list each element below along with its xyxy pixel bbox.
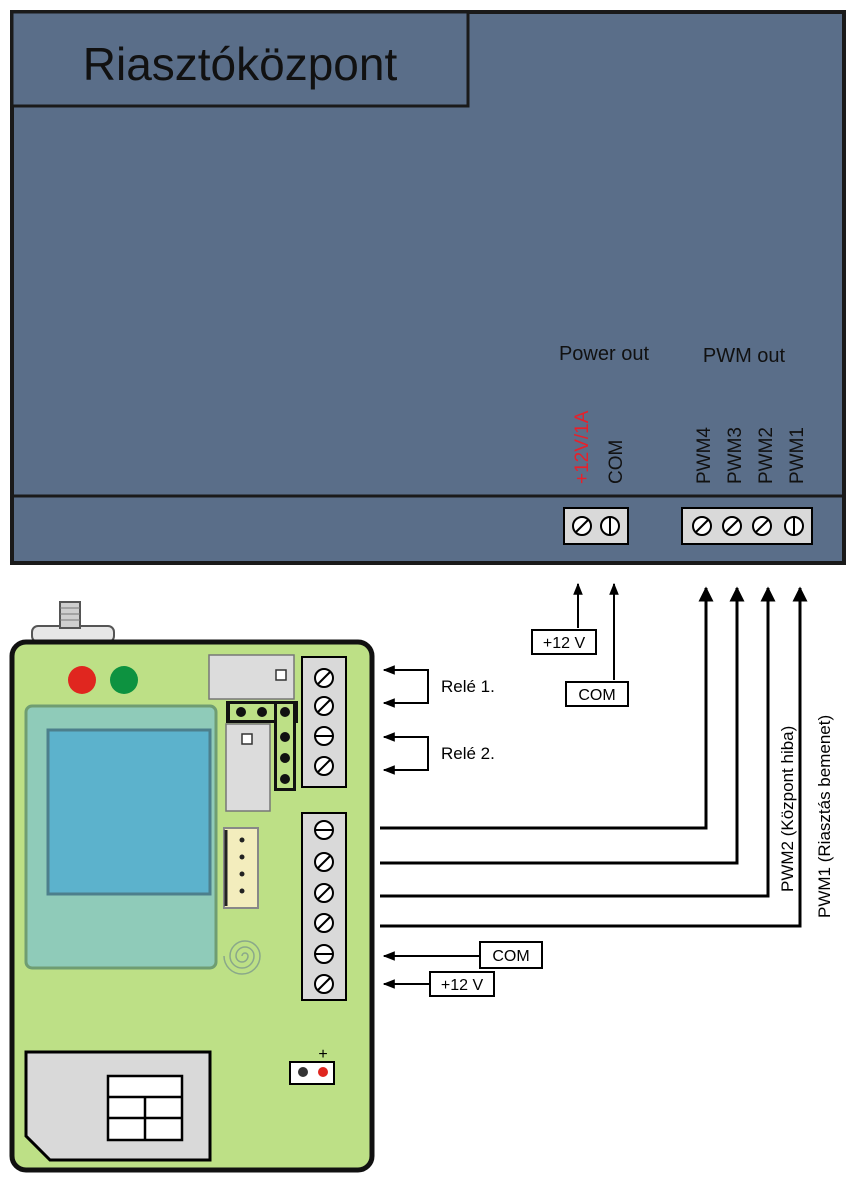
relay1-label: Relé 1. <box>441 677 495 696</box>
power-terminal-block <box>563 507 629 545</box>
jumper-vertical <box>274 701 296 791</box>
communicator-module: + <box>9 601 375 1173</box>
battery-plus-label: + <box>318 1046 327 1063</box>
screw-terminal-icon <box>314 668 334 688</box>
wire-pwm3 <box>380 586 745 865</box>
pwm-out-label: PWM out <box>703 345 786 367</box>
pwm1-wire-label: PWM1 (Riasztás bemenet) <box>815 715 834 918</box>
screw-terminal-icon <box>314 756 334 776</box>
sim-card-holder <box>24 1050 212 1162</box>
power-com-box: COM <box>565 681 629 707</box>
screw-terminal-icon <box>572 516 592 536</box>
screw-terminal-icon <box>722 516 742 536</box>
screw-terminal-icon <box>314 944 334 964</box>
module-plus-box: +12 V <box>429 971 495 997</box>
relay2-marker <box>241 733 253 745</box>
spiral-buzzer-icon <box>223 940 261 975</box>
screen-display <box>46 728 212 896</box>
module-com-box: COM <box>479 941 543 969</box>
screw-terminal-icon <box>692 516 712 536</box>
power-plus-label: +12 V <box>543 635 586 652</box>
pin-header-connector <box>223 827 259 909</box>
module-com-label: COM <box>492 948 529 965</box>
power-plus-box: +12 V <box>531 629 597 655</box>
antenna-connector <box>31 601 115 643</box>
screw-terminal-icon <box>314 726 334 746</box>
battery-connector: + <box>289 1046 335 1085</box>
wire-relay1 <box>385 669 429 704</box>
terminal-label-pwm4: PWM4 <box>694 427 715 484</box>
power-com-label: COM <box>578 687 615 704</box>
green-led-icon <box>110 666 138 694</box>
red-led-icon <box>68 666 96 694</box>
screw-terminal-icon <box>314 696 334 716</box>
screw-terminal-icon <box>314 852 334 872</box>
screw-terminal-icon <box>784 516 804 536</box>
terminal-label-plus12v: +12V/1A <box>572 410 593 484</box>
screw-terminal-icon <box>314 883 334 903</box>
wire-pwm1 <box>380 586 808 928</box>
relay1-marker <box>275 669 287 681</box>
pwm2-wire-label: PWM2 (Központ hiba) <box>778 726 797 892</box>
module-plus-label: +12 V <box>441 977 484 994</box>
wire-relay2 <box>385 736 429 771</box>
screw-terminal-icon <box>314 974 334 994</box>
screw-terminal-icon <box>314 913 334 933</box>
terminal-label-pwm1: PWM1 <box>787 427 808 484</box>
panel-title-box <box>10 10 470 108</box>
wire-pwm4 <box>380 586 714 830</box>
panel-title: Riasztóközpont <box>83 38 398 90</box>
terminal-label-pwm2: PWM2 <box>756 427 777 484</box>
wire-pwm2 <box>380 586 776 898</box>
io-terminal-block <box>301 812 347 1001</box>
power-out-label: Power out <box>559 343 649 365</box>
pwm-terminal-block <box>681 507 813 545</box>
terminal-label-pwm3: PWM3 <box>725 427 746 484</box>
wiring <box>380 582 808 989</box>
screw-terminal-icon <box>314 820 334 840</box>
alarm-panel: Riasztóközpont Power out PWM out +12V/1A… <box>10 10 846 565</box>
relay-terminal-block <box>301 656 347 788</box>
screw-terminal-icon <box>600 516 620 536</box>
terminal-label-com: COM <box>606 440 627 484</box>
screw-terminal-icon <box>752 516 772 536</box>
relay2-label: Relé 2. <box>441 744 495 763</box>
